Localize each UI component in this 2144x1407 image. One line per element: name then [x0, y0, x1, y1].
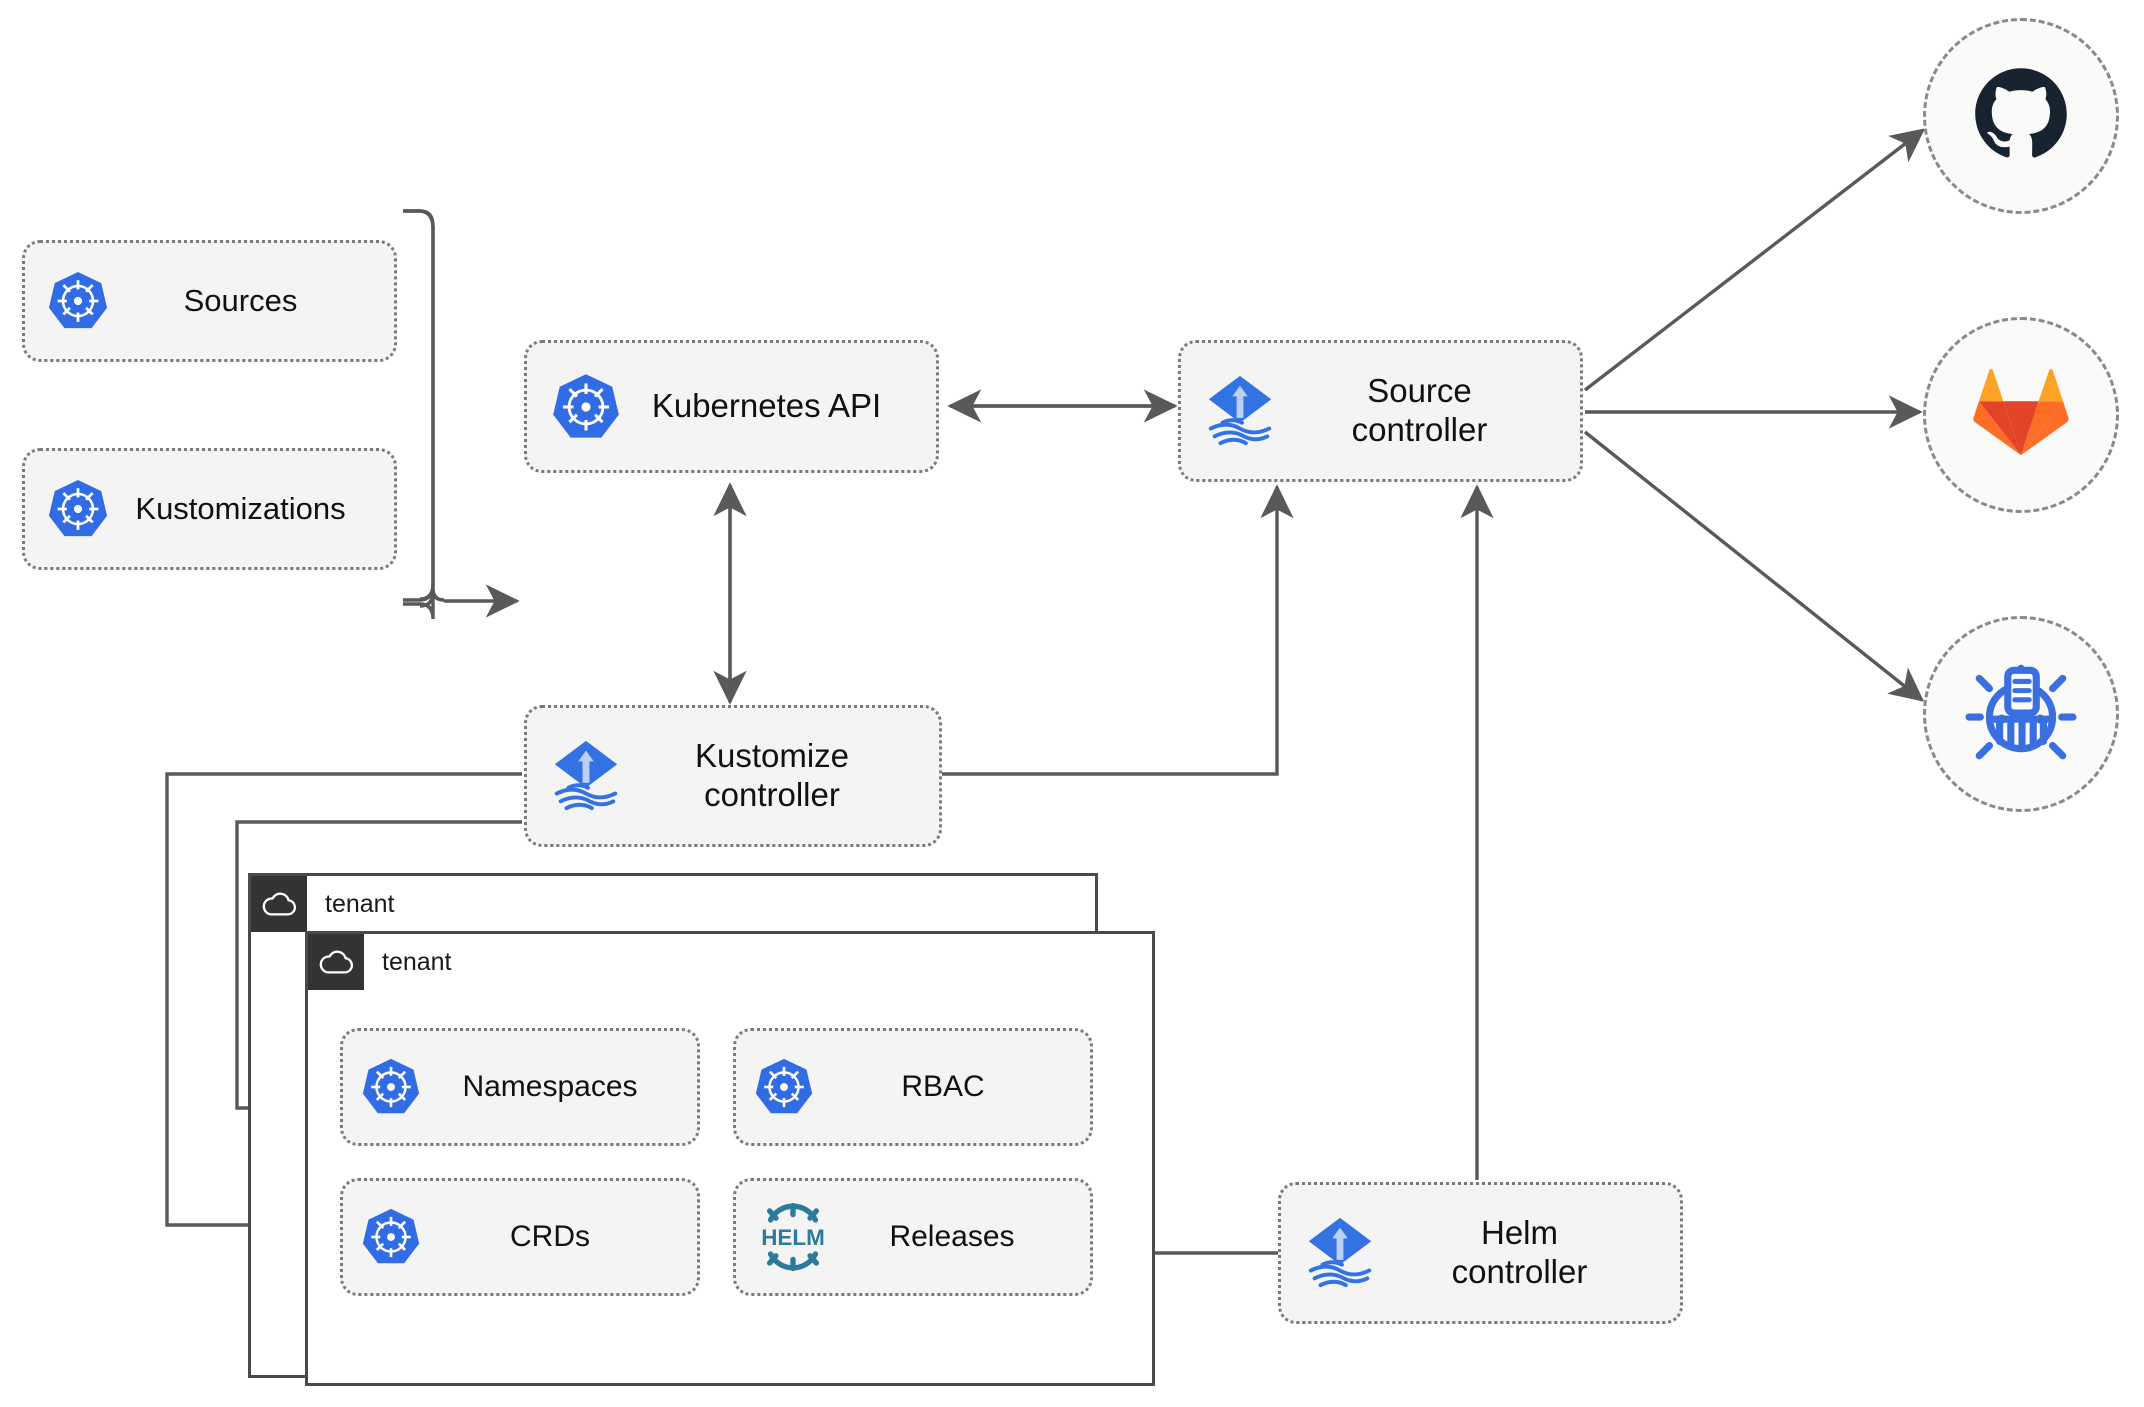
kubernetes-icon	[754, 1057, 814, 1117]
resource-label: CRDs	[510, 1220, 590, 1254]
tenant-header: tenant	[251, 876, 395, 932]
kubernetes-icon	[551, 372, 621, 442]
kubernetes-icon	[361, 1057, 421, 1117]
flux-icon	[547, 737, 625, 815]
helm-registry-icon	[1965, 656, 2077, 773]
node-label: Kustomizations	[135, 490, 346, 526]
node-label: Sources	[183, 282, 298, 318]
kubernetes-icon	[47, 270, 109, 332]
kubernetes-icon	[47, 478, 109, 540]
endpoint-github[interactable]	[1923, 18, 2119, 214]
tenant-label: tenant	[382, 947, 452, 976]
svg-text:HELM: HELM	[761, 1225, 825, 1250]
kubernetes-icon	[361, 1207, 421, 1267]
tenant-header: tenant	[308, 934, 452, 990]
helm-icon: HELM	[754, 1202, 832, 1272]
flux-icon	[1201, 372, 1279, 450]
tenant-resource-crds[interactable]: CRDs	[340, 1178, 700, 1296]
cloud-icon	[251, 876, 307, 932]
node-kubernetes-api[interactable]: Kubernetes API	[524, 340, 939, 473]
tenant-resource-releases[interactable]: HELM Releases	[733, 1178, 1093, 1296]
endpoint-helm-repository[interactable]	[1923, 616, 2119, 812]
github-icon	[1969, 62, 2073, 171]
node-helm-controller[interactable]: Helm controller	[1278, 1182, 1683, 1324]
node-label: Kustomize controller	[694, 737, 850, 813]
gitlab-icon	[1972, 367, 2070, 464]
node-kustomize-controller[interactable]: Kustomize controller	[524, 705, 942, 847]
node-source-controller[interactable]: Source controller	[1178, 340, 1583, 482]
tenant-resource-rbac[interactable]: RBAC	[733, 1028, 1093, 1146]
flux-icon	[1301, 1214, 1379, 1292]
node-label: Kubernetes API	[651, 387, 882, 425]
resource-label: RBAC	[901, 1070, 985, 1104]
endpoint-gitlab[interactable]	[1923, 317, 2119, 513]
tenant-resource-namespaces[interactable]: Namespaces	[340, 1028, 700, 1146]
resource-label: Releases	[889, 1220, 1015, 1254]
tenant-label: tenant	[325, 889, 395, 918]
node-sources[interactable]: Sources	[22, 240, 397, 362]
tenant-container-2[interactable]: tenant	[305, 931, 1155, 1386]
node-label: Source controller	[1351, 372, 1488, 448]
node-kustomizations[interactable]: Kustomizations	[22, 448, 397, 570]
resource-label: Namespaces	[462, 1070, 638, 1104]
cloud-icon	[308, 934, 364, 990]
node-label: Helm controller	[1451, 1214, 1588, 1290]
